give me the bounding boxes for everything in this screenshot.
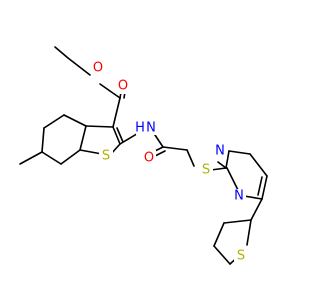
atom-S3: S <box>234 249 248 264</box>
bond <box>19 151 43 165</box>
bond <box>250 198 263 221</box>
atom-N2: N <box>213 144 227 159</box>
bond <box>116 127 124 143</box>
bond <box>41 127 45 153</box>
bond <box>112 126 121 145</box>
bond <box>228 150 251 155</box>
bond <box>186 149 195 167</box>
bond <box>112 97 121 128</box>
bond <box>217 161 227 169</box>
atom-label-N1: N <box>146 121 156 136</box>
atom-S2: S <box>199 163 213 178</box>
atom-label-S3: S <box>237 249 245 264</box>
atom-label-S2: S <box>202 163 210 178</box>
atom-label-O3: O <box>144 151 154 166</box>
bond <box>79 149 103 155</box>
atom-label-H1: H <box>135 121 145 136</box>
atom-O3: O <box>142 150 156 166</box>
atom-label-N3: N <box>234 189 244 204</box>
bond <box>54 46 69 59</box>
bond <box>225 150 230 169</box>
atom-S1: S <box>99 149 113 164</box>
bond <box>243 195 263 200</box>
bond <box>67 57 91 76</box>
atom-label-N2: N <box>215 144 225 159</box>
atom-label-O1: O <box>93 61 103 76</box>
bond <box>226 167 240 193</box>
bond <box>99 83 121 99</box>
bond <box>257 176 263 196</box>
bond <box>213 245 231 265</box>
atom-O2: O <box>116 79 130 94</box>
bond <box>261 175 268 200</box>
bond <box>246 219 252 246</box>
atom-label-S1: S <box>102 149 110 164</box>
bond <box>63 114 87 127</box>
bond <box>162 146 188 151</box>
atom-labels: O O N H S O S N <box>91 61 248 264</box>
bond <box>79 125 87 151</box>
bond <box>85 125 114 128</box>
atom-N1: N <box>144 120 158 136</box>
atom-H1: H <box>135 120 145 136</box>
atom-N3: N <box>232 189 246 204</box>
bond <box>210 167 227 171</box>
molecule-structure-diagram: O O N H S O S N <box>19 46 268 265</box>
atom-label-O2: O <box>118 79 128 94</box>
bond <box>249 153 268 177</box>
bond <box>43 114 65 129</box>
bond <box>213 222 225 247</box>
bond <box>223 219 252 224</box>
bond <box>41 151 62 165</box>
atom-O1: O <box>91 61 105 76</box>
bond <box>60 149 81 165</box>
